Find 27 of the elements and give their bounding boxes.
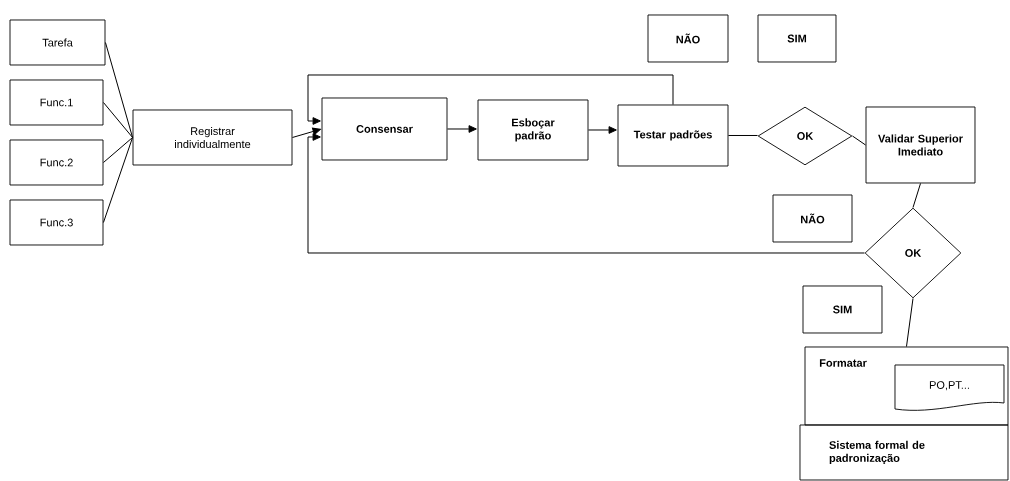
- connector-line: [906, 297, 914, 348]
- process-box: Tarefa: [9, 19, 106, 66]
- process-box: Testar padrões: [617, 104, 729, 167]
- process-box: Func.1: [9, 79, 104, 126]
- process-box: Func.2: [9, 139, 104, 186]
- connector-line: [102, 102, 134, 138]
- feedback-arrow: [307, 133, 866, 254]
- process-box: SIM: [802, 285, 883, 334]
- process-box: Consensar: [321, 97, 448, 161]
- process-box: SIM: [757, 14, 837, 63]
- arrow: [587, 126, 617, 134]
- arrow: [446, 125, 477, 133]
- process-box: Func.3: [9, 199, 104, 246]
- process-box: NÃO: [772, 194, 853, 243]
- connector-line: [102, 137, 134, 163]
- process-box: Sistema formal de padronização: [799, 424, 1009, 481]
- connector-line: [102, 137, 134, 223]
- process-box: NÃO: [647, 14, 729, 63]
- connector-line: [912, 182, 921, 209]
- process-box: Esboçar padrão: [477, 99, 589, 161]
- feedback-arrow: [307, 74, 674, 125]
- arrow: [291, 127, 321, 138]
- process-box: Validar Superior Imediato: [865, 106, 976, 184]
- process-box: Registrar individualmente: [132, 109, 293, 166]
- connector-line: [104, 42, 134, 138]
- connector-line: [851, 135, 867, 146]
- connector-line: [727, 135, 759, 136]
